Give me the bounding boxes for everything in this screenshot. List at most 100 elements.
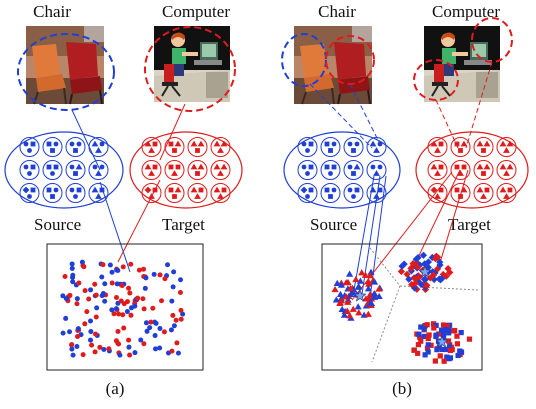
square-marker [438, 327, 445, 333]
circle-marker [76, 141, 82, 147]
triangle-marker [375, 285, 383, 292]
square-marker [438, 164, 444, 170]
triangle-marker [346, 284, 355, 292]
triangle-marker [95, 147, 102, 153]
square-marker [422, 333, 428, 339]
square-marker [152, 164, 158, 170]
sample-cell [19, 160, 40, 180]
circle-marker [69, 261, 75, 267]
triangle-marker [430, 163, 438, 170]
triangle-marker [144, 163, 152, 170]
circle-marker [165, 262, 171, 268]
triangle-marker [220, 140, 228, 147]
square-marker [461, 164, 467, 170]
circle-marker [140, 296, 146, 302]
square-marker [50, 148, 55, 153]
triangle-marker [434, 193, 441, 199]
triangle-marker [483, 163, 491, 170]
square-marker [436, 331, 442, 337]
triangle-marker [338, 305, 346, 313]
circle-marker [99, 164, 105, 170]
square-marker [172, 194, 177, 199]
embedding-box-a [46, 243, 204, 371]
diamond-marker [405, 275, 413, 283]
triangle-marker [476, 140, 484, 147]
square-marker [417, 334, 423, 340]
panel-b: Chair Computer Source Target (b) [281, 2, 529, 398]
square-marker [324, 141, 330, 147]
circle-marker [60, 293, 66, 299]
circle-marker [53, 187, 59, 193]
square-marker [454, 187, 460, 193]
circle-marker [119, 283, 125, 289]
embedding-scatter-a [60, 259, 186, 358]
sample-cell [141, 183, 162, 203]
square-marker [308, 141, 314, 147]
triangle-marker [358, 269, 366, 276]
diamond-marker [410, 284, 419, 292]
caption-a: (a) [106, 379, 125, 398]
circle-marker [170, 312, 176, 318]
square-marker [415, 342, 421, 348]
triangle-marker [333, 279, 341, 287]
diamond-marker [397, 267, 405, 276]
square-marker [481, 148, 486, 153]
circle-marker [114, 267, 120, 273]
sample-cell [427, 137, 448, 157]
square-marker [444, 354, 450, 360]
circle-marker [102, 298, 108, 304]
triangle-marker [197, 163, 205, 170]
circle-marker [63, 315, 69, 321]
circle-marker [351, 194, 356, 199]
circle-marker [161, 329, 167, 335]
circle-marker [178, 307, 184, 313]
circle-marker [70, 279, 76, 285]
triangle-marker [480, 193, 487, 199]
circle-marker [75, 326, 81, 332]
computer-monitor-highlight-b [471, 17, 513, 63]
square-marker [425, 342, 431, 348]
circle-marker [301, 164, 307, 170]
computer-label-a: Computer [162, 2, 230, 21]
connector-source-1-b [353, 175, 375, 291]
triangle-marker [503, 147, 510, 153]
star-marker [418, 265, 432, 278]
square-marker [168, 187, 174, 193]
circle-marker [69, 141, 75, 147]
circle-marker [117, 352, 123, 358]
square-marker [441, 358, 447, 364]
circle-marker [101, 346, 107, 352]
sample-cell [320, 183, 341, 203]
square-marker [439, 346, 445, 353]
circle-marker [136, 267, 142, 273]
circle-marker [152, 333, 158, 339]
source-domain-a [4, 131, 124, 209]
square-marker [30, 141, 36, 147]
sample-cell [366, 160, 387, 180]
chair-label-a: Chair [33, 2, 71, 21]
connector-source-a [99, 181, 131, 273]
circle-marker [178, 277, 184, 283]
circle-marker [94, 305, 100, 311]
triangle-marker [217, 147, 224, 153]
triangle-marker [336, 299, 344, 307]
chair-left-highlight-b [281, 33, 327, 87]
triangle-marker [343, 307, 351, 314]
triangle-marker [434, 147, 441, 153]
square-marker [481, 171, 486, 176]
sample-cell [366, 183, 387, 203]
sample-cell [473, 160, 494, 180]
sample-cell [88, 183, 109, 203]
circle-marker [305, 148, 310, 153]
triangle-marker [337, 281, 346, 288]
triangle-marker [217, 193, 224, 199]
target-label-a: Target [162, 215, 205, 234]
sample-cell [210, 160, 231, 180]
circle-marker [354, 141, 360, 147]
circle-marker [127, 290, 133, 296]
circle-marker [102, 281, 108, 287]
triangle-marker [476, 186, 484, 193]
diamond-marker [424, 263, 432, 271]
triangle-marker [367, 268, 375, 275]
target-domain-b [415, 131, 529, 209]
